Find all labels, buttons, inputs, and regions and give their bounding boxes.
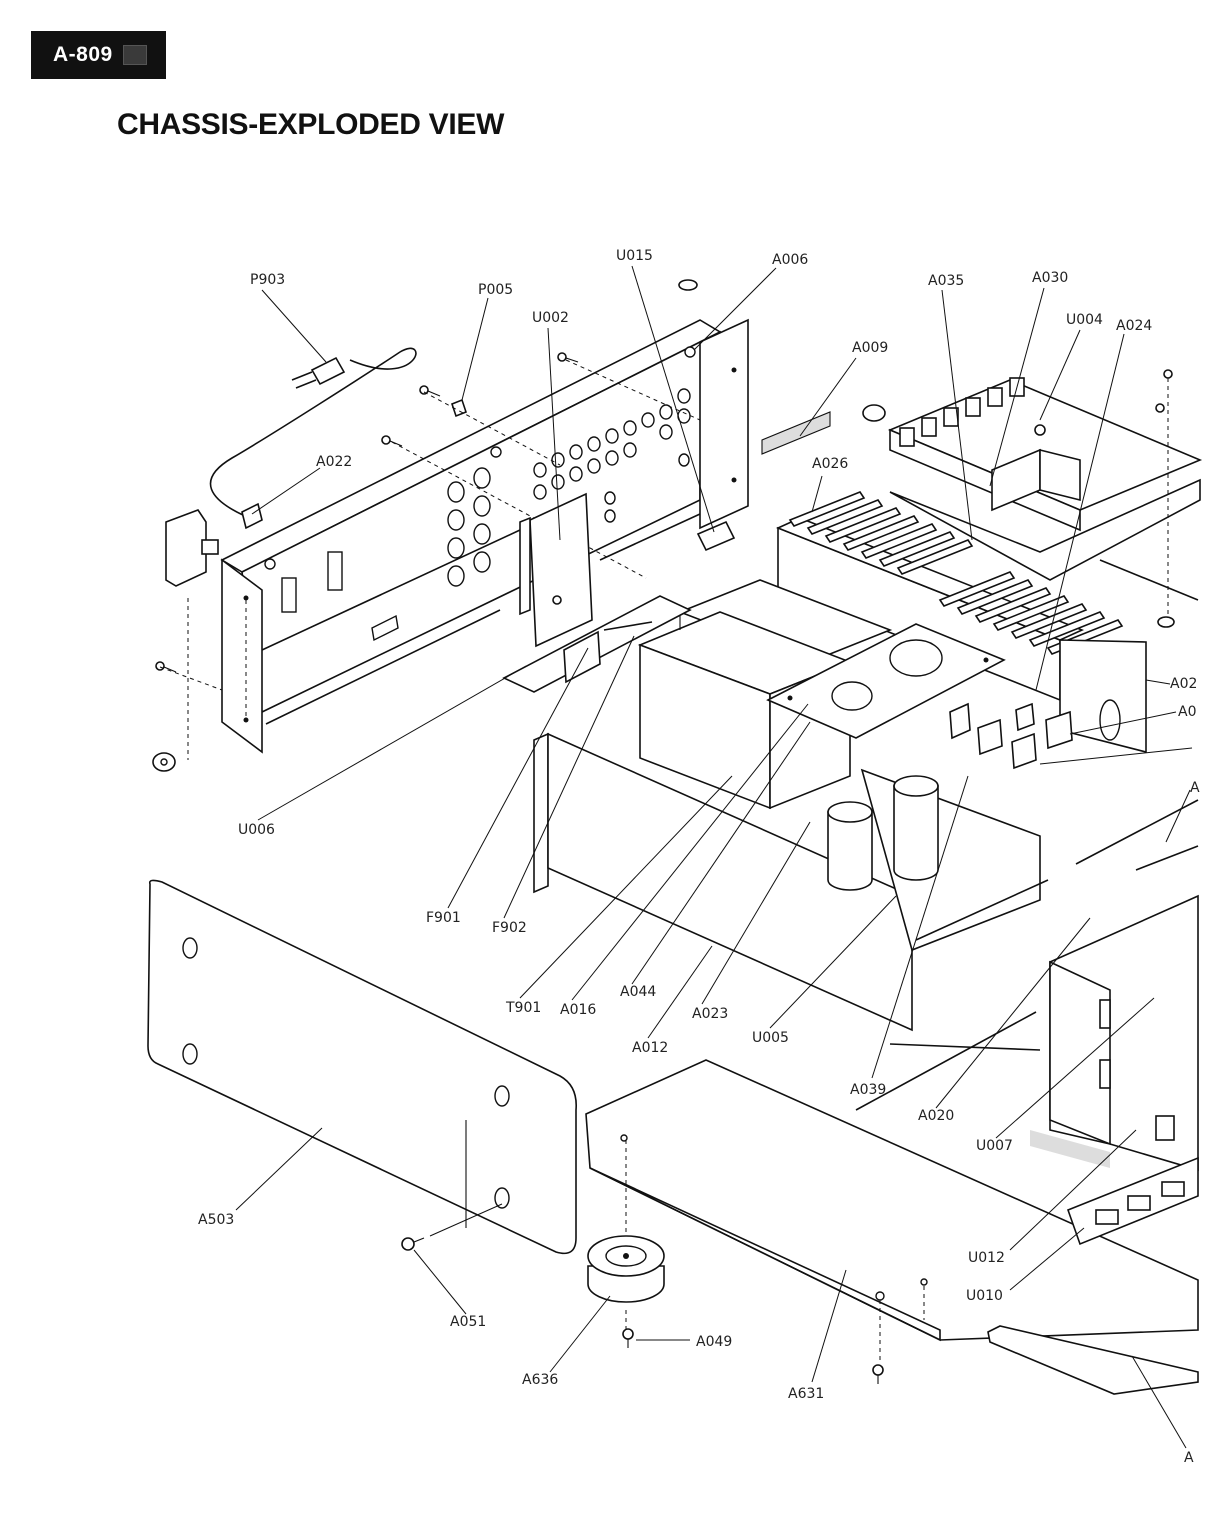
- label-P005: P005: [478, 282, 513, 298]
- label-U012: U012: [968, 1250, 1005, 1266]
- label-A026: A026: [812, 456, 848, 472]
- label-U004: U004: [1066, 312, 1103, 328]
- label-A02x: A02: [1170, 676, 1197, 692]
- label-A024: A024: [1116, 318, 1152, 334]
- label-A049: A049: [696, 1334, 732, 1350]
- label-A035: A035: [928, 273, 964, 289]
- label-A009: A009: [852, 340, 888, 356]
- label-A051: A051: [450, 1314, 486, 1330]
- label-U006: U006: [238, 822, 275, 838]
- label-P903: P903: [250, 272, 285, 288]
- label-F902: F902: [492, 920, 527, 936]
- label-U010: U010: [966, 1288, 1003, 1304]
- label-A0x2: A: [1190, 780, 1200, 796]
- label-Axx: A: [1184, 1450, 1194, 1466]
- label-A022: A022: [316, 454, 352, 470]
- label-A044: A044: [620, 984, 656, 1000]
- label-A006: A006: [772, 252, 808, 268]
- label-A030: A030: [1032, 270, 1068, 286]
- label-A631: A631: [788, 1386, 824, 1402]
- label-A0x1: A0: [1178, 704, 1196, 720]
- label-A020: A020: [918, 1108, 954, 1124]
- label-U015: U015: [616, 248, 653, 264]
- label-U005: U005: [752, 1030, 789, 1046]
- label-A012: A012: [632, 1040, 668, 1056]
- label-U007: U007: [976, 1138, 1013, 1154]
- label-A503: A503: [198, 1212, 234, 1228]
- label-U002: U002: [532, 310, 569, 326]
- bottom-plate: [988, 1326, 1198, 1394]
- label-A023: A023: [692, 1006, 728, 1022]
- power-transistors: [950, 704, 1072, 768]
- label-T901: T901: [505, 1000, 541, 1016]
- ac-inlet: [166, 510, 218, 586]
- label-A039: A039: [850, 1082, 886, 1098]
- label-pad: [762, 412, 830, 454]
- label-A016: A016: [560, 1002, 596, 1018]
- label-A636: A636: [522, 1372, 558, 1388]
- front-panel: [148, 880, 576, 1253]
- label-F901: F901: [426, 910, 461, 926]
